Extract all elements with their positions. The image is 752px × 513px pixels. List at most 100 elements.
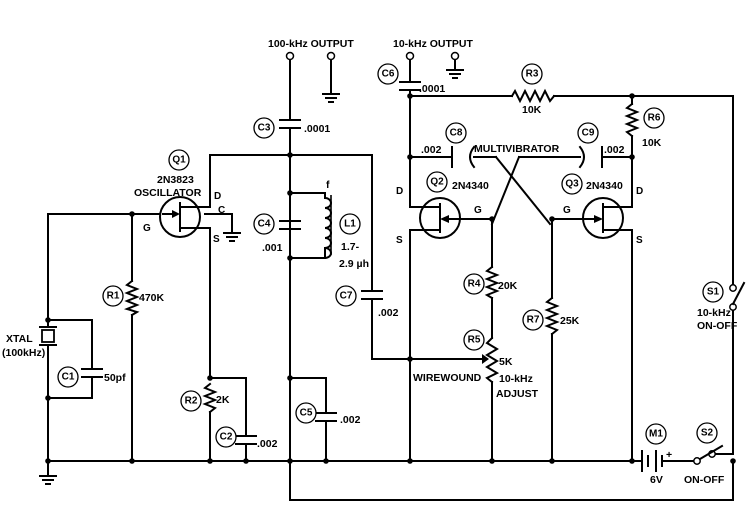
q2-pin-s: S	[396, 235, 403, 246]
r2-ref: R2	[185, 396, 198, 407]
resistor-r2: R2 2K	[180, 382, 230, 414]
m1-value: 6V	[650, 474, 663, 486]
switch-s2: S2 ON-OFF	[684, 422, 725, 486]
xtal-name: XTAL	[6, 333, 33, 345]
c1-badge	[57, 366, 79, 388]
junction-dots	[45, 93, 736, 464]
s1-ref: S1	[707, 287, 720, 298]
xtal-freq: (100kHz)	[2, 347, 45, 359]
c8-badge	[445, 122, 467, 144]
r7-value: 25K	[560, 315, 580, 327]
c7-ref: C7	[340, 291, 353, 302]
output-100khz: 100-kHz OUTPUT	[268, 38, 354, 103]
multivibrator-label: MULTIVIBRATOR	[474, 143, 560, 155]
c3-ref: C3	[258, 123, 271, 134]
l1-value2: 2.9 µh	[339, 258, 369, 270]
output-10khz-label: 10-kHz OUTPUT	[393, 38, 474, 50]
switch-s1: S1 10-kHz ON-OFF	[697, 281, 746, 332]
r5-note2: ADJUST	[496, 388, 539, 400]
q2-pin-d: D	[396, 186, 403, 197]
resistor-r4: R4 20K	[463, 265, 518, 300]
c8-value: .002	[421, 144, 442, 156]
transistor-q1: Q1 2N3823 OSCILLATOR D C G S	[134, 149, 225, 245]
potentiometer-r5: R5 5K 10-kHz ADJUST WIREWOUND	[413, 329, 539, 400]
q1-ref: Q1	[172, 155, 186, 166]
m1-badge	[645, 423, 667, 445]
m1-ref: M1	[649, 429, 663, 440]
ground-icon	[223, 232, 241, 242]
q1-pin-s: S	[213, 234, 220, 245]
terminal-icon	[326, 51, 336, 61]
r1-badge	[102, 285, 124, 307]
l1-value1: 1.7-	[341, 241, 360, 253]
c5-value: .002	[340, 414, 361, 426]
r5-ref: R5	[468, 335, 481, 346]
c4-badge	[253, 213, 275, 235]
l1-ref: L1	[344, 219, 356, 230]
c6-value: .0001	[419, 83, 445, 95]
c7-badge	[335, 285, 357, 307]
c7-value: .002	[378, 307, 399, 319]
terminal-icon	[285, 51, 295, 61]
s2-label: ON-OFF	[684, 474, 725, 486]
c5-badge	[295, 402, 317, 424]
q2-part: 2N4340	[452, 180, 489, 192]
resistor-r6: R6 10K	[624, 102, 665, 149]
ground-icon	[446, 69, 464, 79]
q1-pin-g: G	[143, 223, 151, 234]
c2-value: .002	[257, 438, 278, 450]
q2-badge	[426, 171, 448, 193]
q1-role: OSCILLATOR	[134, 187, 202, 199]
r3-badge	[521, 63, 543, 85]
r5-note1: 10-kHz	[499, 373, 533, 385]
q3-badge	[561, 173, 583, 195]
q3-pin-g: G	[563, 205, 571, 216]
c2-badge	[215, 426, 237, 448]
r3-value: 10K	[522, 104, 542, 116]
s1-label2: ON-OFF	[697, 320, 738, 332]
capacitor-c5: C5 .002	[295, 402, 361, 426]
c6-badge	[377, 63, 399, 85]
capacitor-c7: C7 .002	[335, 285, 399, 319]
q3-part: 2N4340	[586, 180, 623, 192]
r6-value: 10K	[642, 137, 662, 149]
r4-ref: R4	[468, 279, 481, 290]
capacitor-c2: C2 .002	[215, 426, 278, 450]
c6-ref: C6	[382, 69, 395, 80]
c3-badge	[253, 117, 275, 139]
capacitor-c8: C8 .002	[421, 122, 476, 169]
c2-ref: C2	[220, 432, 233, 443]
r5-value: 5K	[499, 356, 513, 368]
q2-ref: Q2	[430, 177, 444, 188]
s2-badge	[696, 422, 718, 444]
output-10khz: 10-kHz OUTPUT	[393, 38, 474, 79]
c4-value: .001	[262, 242, 283, 254]
q1-badge	[168, 149, 190, 171]
c1-value: 50pf	[104, 372, 126, 384]
l1-badge	[339, 213, 361, 235]
ground-icon	[39, 475, 57, 485]
r7-badge	[522, 309, 544, 331]
c9-ref: C9	[582, 128, 595, 139]
m1-plus: +	[666, 449, 672, 461]
c9-badge	[577, 122, 599, 144]
l1-mark: f	[326, 179, 330, 191]
q3-pin-d: D	[636, 186, 643, 197]
wires	[47, 59, 734, 501]
s2-ref: S2	[701, 428, 714, 439]
r4-badge	[463, 273, 485, 295]
terminal-icon	[450, 51, 460, 61]
c4-ref: C4	[258, 219, 271, 230]
transistor-q3: Q3 2N4340 D G S	[561, 173, 643, 246]
inductor-l1: f L1 1.7- 2.9 µh	[323, 179, 369, 270]
r4-value: 20K	[498, 280, 518, 292]
r6-badge	[643, 107, 665, 129]
c1-ref: C1	[62, 372, 75, 383]
r1-value: 470K	[139, 292, 165, 304]
q2-pin-g: G	[474, 205, 482, 216]
output-100khz-label: 100-kHz OUTPUT	[268, 38, 354, 50]
c3-value: .0001	[304, 123, 330, 135]
q3-ref: Q3	[565, 179, 579, 190]
c9-value: .002	[604, 144, 625, 156]
